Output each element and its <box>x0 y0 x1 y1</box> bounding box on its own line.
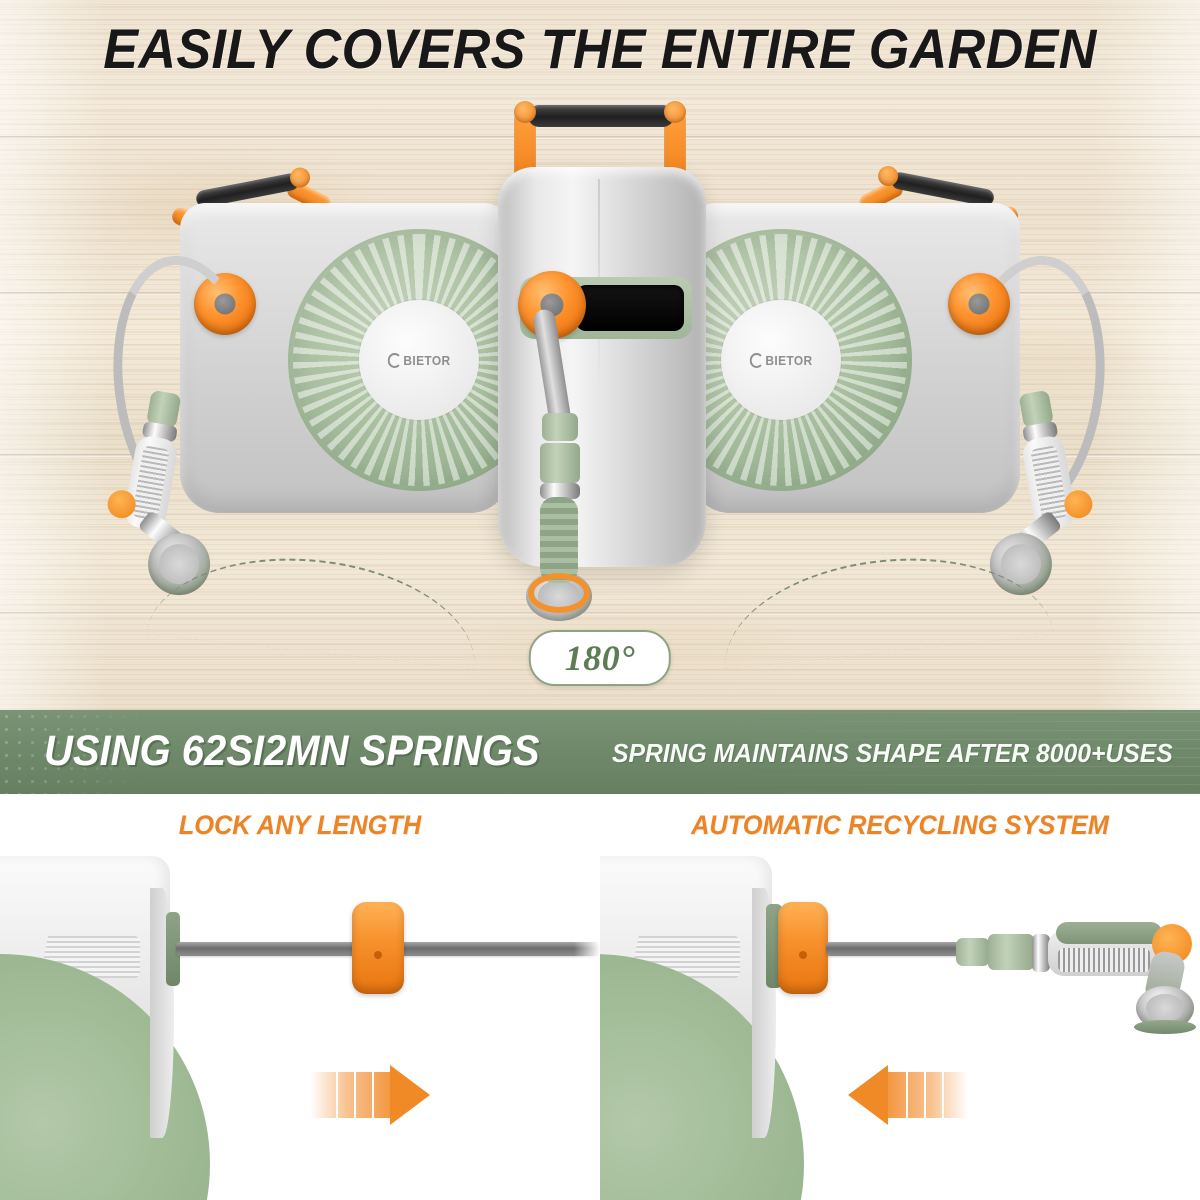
page-title: EASILY COVERS THE ENTIRE GARDEN <box>103 17 1097 80</box>
feature-panels: LOCK ANY LENGTH AUTOMATIC RECYCLING SYST… <box>0 794 1200 1200</box>
arrow-trail <box>310 1072 390 1118</box>
direction-arrow-left <box>848 1065 968 1125</box>
arrow-trail-gap <box>336 1072 338 1118</box>
nozzle-quick-coupler <box>956 938 990 966</box>
handle-cap-right <box>664 101 686 123</box>
arrow-trail-gap <box>372 1072 374 1118</box>
nozzle-handle <box>540 497 578 583</box>
nozzle-connector <box>542 413 578 441</box>
handle-grip <box>528 105 674 127</box>
nozzle-panel-right <box>952 894 1200 1074</box>
hose-guide-collar-left <box>166 912 180 986</box>
outlet-slot <box>576 285 684 331</box>
hose-retracted-right <box>826 942 968 956</box>
arrow-trail-gap <box>354 1072 356 1118</box>
band-headline: USING 62SI2MN SPRINGS <box>44 727 540 775</box>
product-stage: BIETOR <box>0 95 1200 635</box>
hose-stopper-right <box>778 902 828 994</box>
band-subline: SPRING MAINTAINS SHAPE AFTER 8000+USES <box>612 738 1173 768</box>
nozzle-quick-coupler <box>540 443 580 483</box>
brand-mark-icon <box>749 352 764 368</box>
panel-lock-any-length: LOCK ANY LENGTH <box>0 794 600 1200</box>
nozzle-ribs <box>1058 948 1150 972</box>
center-housing <box>498 167 706 567</box>
panel-heading-left: LOCK ANY LENGTH <box>178 810 422 840</box>
brand-name: BIETOR <box>403 352 451 368</box>
rotation-badge: 180° <box>528 630 672 686</box>
brand-mark-icon <box>387 352 402 368</box>
nozzle-lock-ring <box>528 573 590 613</box>
band-streak-pattern <box>680 710 1200 794</box>
handle-cap-left <box>514 101 536 123</box>
direction-arrow-right <box>310 1065 430 1125</box>
rotation-badge-label: 180° <box>564 638 636 678</box>
panel-edge-fade <box>574 794 600 1200</box>
arrow-trail-gap <box>924 1072 926 1118</box>
arrow-trail-gap <box>906 1072 908 1118</box>
plank-seam <box>0 612 1200 615</box>
nozzle-connector <box>988 934 1034 970</box>
reel-drum-partial-left <box>0 954 210 1200</box>
brand-logo: BIETOR <box>387 352 451 368</box>
hero-section: EASILY COVERS THE ENTIRE GARDEN <box>0 0 1200 710</box>
panel-automatic-recycling-system: AUTOMATIC RECYCLING SYSTEM <box>600 794 1200 1200</box>
nozzle-chrome-ring <box>1032 934 1050 972</box>
plank-seam <box>0 136 1200 139</box>
handle-grip <box>889 170 996 208</box>
band-dot-pattern <box>0 710 150 794</box>
spray-holes <box>1146 993 1184 1023</box>
feature-band: USING 62SI2MN SPRINGS SPRING MAINTAINS S… <box>0 710 1200 794</box>
hose-port-right <box>948 273 1010 335</box>
drum-hub: BIETOR <box>721 300 841 420</box>
arrow-trail <box>888 1072 968 1118</box>
hose-port-left <box>194 273 256 335</box>
nozzle-chrome-ring <box>540 483 580 499</box>
drum-hub: BIETOR <box>359 300 479 420</box>
nozzle-head-rim <box>1134 1020 1196 1034</box>
nozzle-handle-top-sage <box>1056 922 1162 944</box>
arrow-tip <box>390 1065 430 1125</box>
reel-center-main <box>498 95 708 621</box>
brand-logo: BIETOR <box>749 352 813 368</box>
brand-name: BIETOR <box>765 352 813 368</box>
hose-stopper-left <box>352 902 404 994</box>
arrow-tip <box>848 1065 888 1125</box>
arrow-trail-gap <box>942 1072 944 1118</box>
panel-heading-right: AUTOMATIC RECYCLING SYSTEM <box>691 810 1109 840</box>
nozzle-center <box>520 413 610 621</box>
